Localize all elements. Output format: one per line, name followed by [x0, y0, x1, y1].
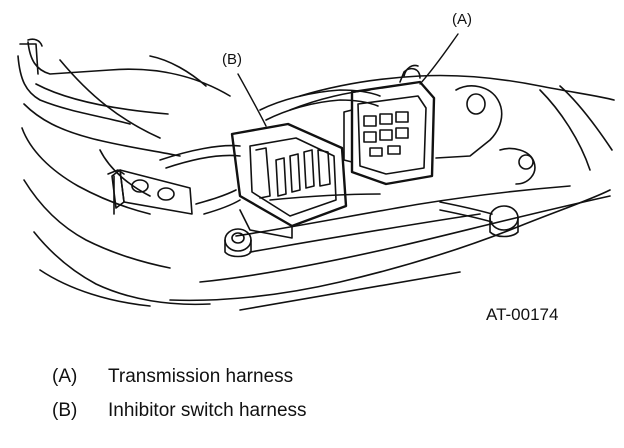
bolt-left — [224, 228, 252, 258]
connector-a — [343, 67, 436, 186]
legend-key-b: (B) — [52, 400, 78, 421]
legend-text-b: Inhibitor switch harness — [108, 400, 307, 421]
mounting-bracket — [107, 169, 193, 215]
figure-id: AT-00174 — [486, 305, 558, 324]
legend-text-a: Transmission harness — [108, 366, 294, 387]
legend-row-b: (B) Inhibitor switch harness — [52, 400, 572, 434]
leader-line-a — [419, 33, 459, 85]
leader-line-b — [237, 73, 267, 127]
transmission-case — [17, 41, 615, 311]
bolt-right — [439, 201, 519, 238]
legend-row-a: (A) Transmission harness — [52, 366, 572, 400]
callout-b-label: (B) — [222, 51, 242, 68]
flange-bracket — [19, 38, 207, 87]
harness-diagram: (A) (B) AT-00174 — [17, 11, 615, 324]
legend: (A) Transmission harness (B) Inhibitor s… — [52, 366, 572, 434]
right-bracket — [435, 85, 536, 185]
callout-a-label: (A) — [452, 11, 472, 28]
legend-key-a: (A) — [52, 366, 78, 387]
connector-b — [230, 122, 348, 239]
